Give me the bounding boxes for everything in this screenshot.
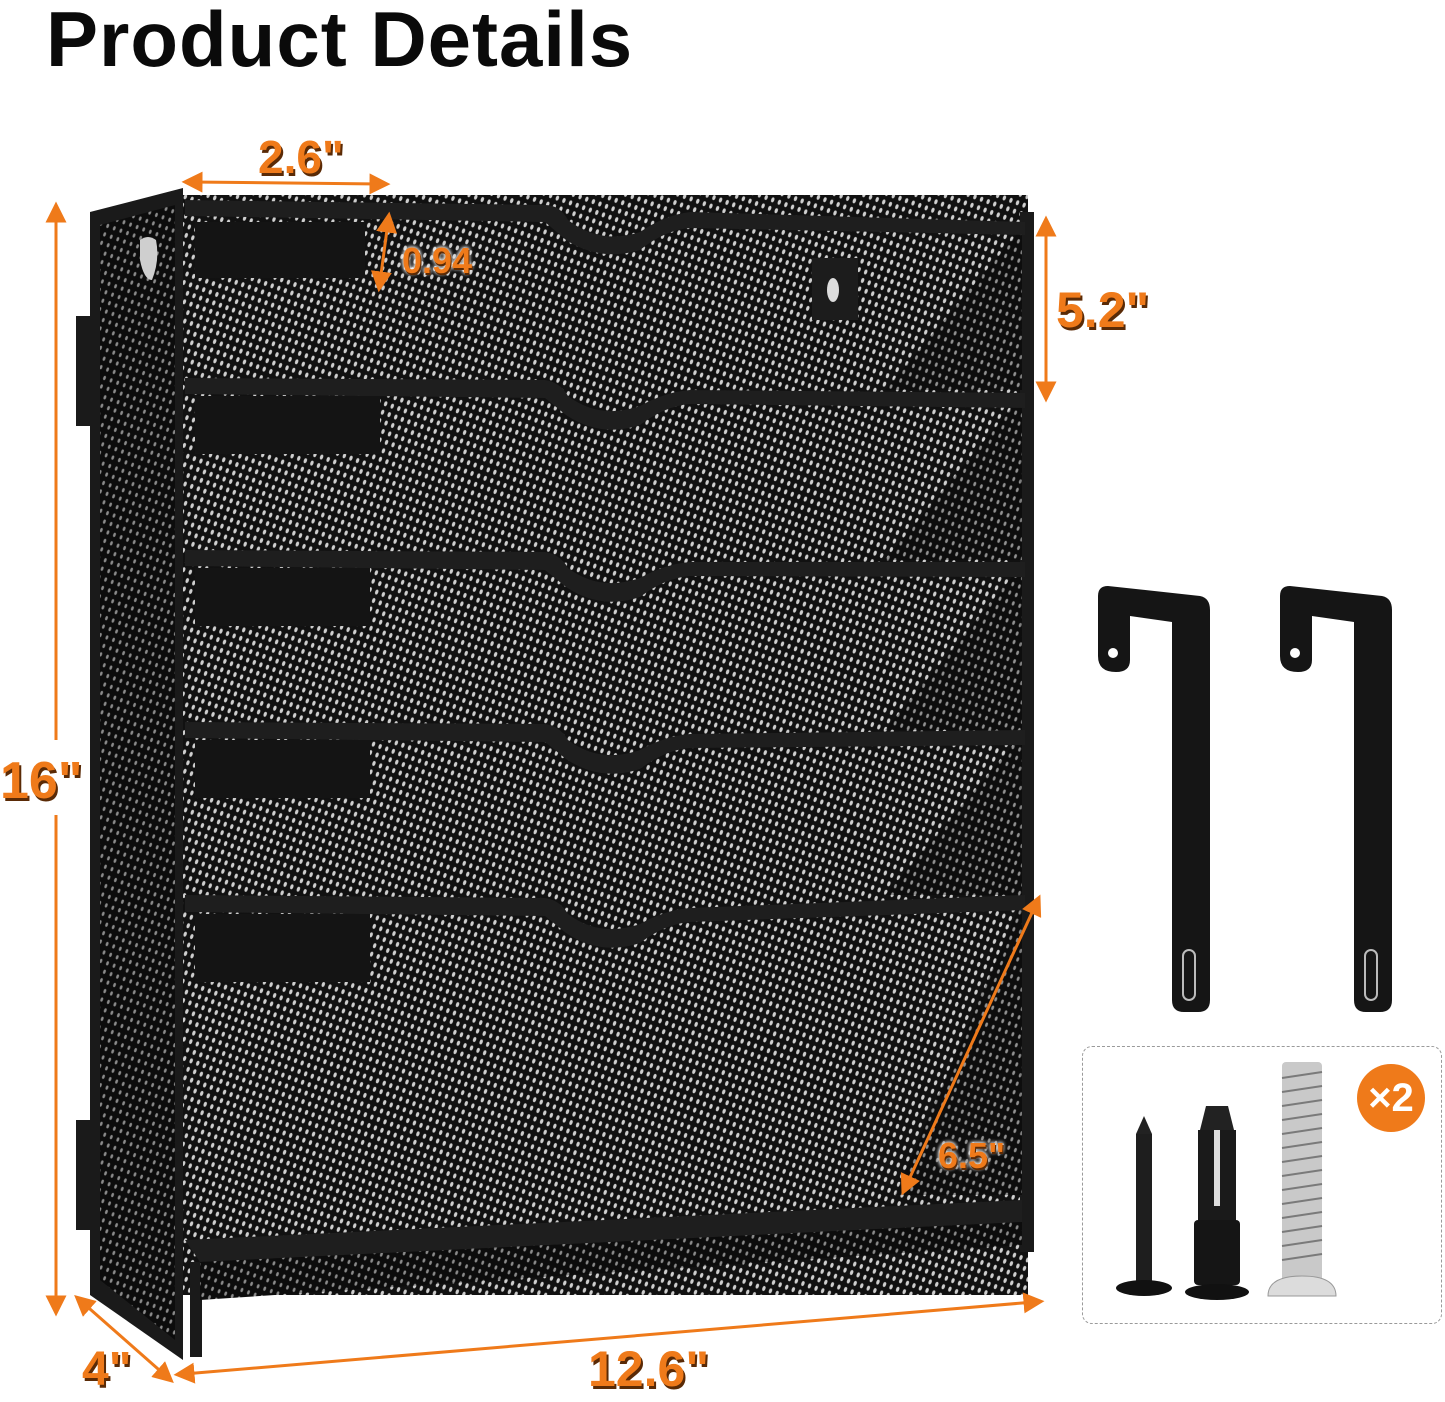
screw-hole-icon [1290, 648, 1300, 658]
dim-lip-height: 0.94 [402, 240, 473, 281]
hook-1 [1098, 586, 1210, 1012]
dim-pocket-depth: 2.6" [258, 131, 344, 183]
hook-2 [1280, 586, 1392, 1012]
dim-depth: 4" [82, 1343, 132, 1396]
quantity-badge: ×2 [1357, 1064, 1425, 1132]
bolt-icon [1267, 1062, 1337, 1297]
dim-pocket-height: 6.5" [938, 1135, 1006, 1176]
dimension-lines [45, 171, 1057, 1384]
over-door-hooks [1098, 586, 1392, 1012]
left-side-panel [76, 188, 183, 1360]
mounting-hardware [1116, 1062, 1337, 1300]
tier-pockets [185, 200, 1025, 1357]
wall-anchor-icon [1185, 1106, 1249, 1300]
dim-width: 12.6" [588, 1341, 710, 1397]
screw-icon [1116, 1116, 1172, 1296]
page-title: Product Details [46, 0, 634, 83]
wall-slot-icon [827, 278, 839, 302]
dim-height: 16" [0, 752, 83, 810]
keyhole-slot-icon [140, 237, 158, 280]
dim-tier-spacing: 5.2" [1056, 282, 1150, 338]
screw-hole-icon [1108, 648, 1118, 658]
hardware-box [1082, 1046, 1442, 1324]
